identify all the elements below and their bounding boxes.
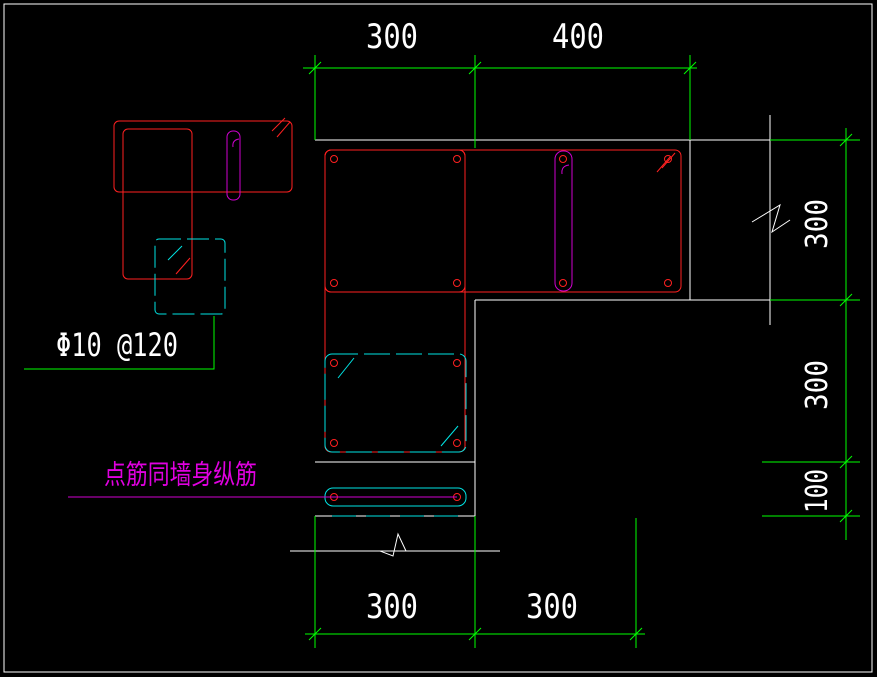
dim-top-right: 400 [552, 17, 604, 57]
dim-bottom-right: 300 [526, 587, 578, 627]
dim-top-left: 300 [366, 17, 418, 57]
dim-right-lower: 100 [800, 469, 835, 513]
drawing-frame [3, 3, 873, 673]
dim-bottom-left: 300 [366, 587, 418, 627]
dot-bar-note: 点筋同墙身纵筋 [104, 460, 257, 491]
wall-stirrups [324, 353, 467, 517]
rebar-cage [324, 149, 682, 453]
stirrup-spec-label: Φ10 @120 [56, 326, 178, 364]
column-outline [290, 115, 856, 557]
dim-right-middle: 300 [800, 360, 835, 410]
longitudinal-bars [330, 155, 672, 501]
dim-right-upper: 300 [800, 199, 835, 249]
stirrup-detail [113, 117, 293, 315]
dimension-lines [24, 55, 860, 648]
single-leg-tie [554, 150, 573, 292]
